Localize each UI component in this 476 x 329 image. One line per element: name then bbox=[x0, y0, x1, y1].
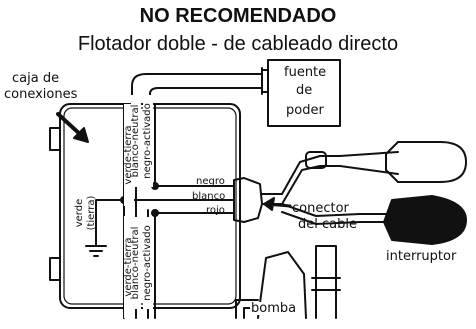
mount-tab-upper-left bbox=[49, 127, 61, 151]
switch-label: interruptor bbox=[386, 249, 457, 264]
pump-body bbox=[257, 251, 307, 319]
junction-box-arrow bbox=[56, 112, 84, 138]
splice-nut-negro bbox=[151, 182, 159, 190]
lower-wire-label-white: blanco-neutral bbox=[130, 217, 141, 309]
pump-label: bomba bbox=[250, 301, 298, 316]
junction-box-label-line1: caja de bbox=[12, 71, 60, 86]
connector-wire-label-blanco: blanco bbox=[192, 191, 226, 202]
connector-wire-label-rojo: rojo bbox=[206, 205, 225, 216]
ground-wire bbox=[95, 199, 125, 247]
power-source-label-line1: fuente bbox=[284, 65, 327, 80]
splice-nut-rojo bbox=[151, 209, 159, 217]
float-lower bbox=[383, 195, 467, 245]
mount-tab-lower-left bbox=[49, 257, 61, 281]
ground-symbol bbox=[85, 245, 107, 257]
diagram-subtitle: Flotador doble - de cableado directo bbox=[77, 33, 399, 55]
power-conduit bbox=[131, 73, 263, 105]
switch-cable-upper bbox=[281, 155, 341, 195]
diagram-title: NO RECOMENDADO bbox=[139, 5, 337, 27]
connector-wire-label-negro: negro bbox=[196, 176, 225, 187]
upper-wire-label-white: blanco-neutral bbox=[130, 95, 141, 187]
power-source-label-line3: poder bbox=[286, 103, 324, 118]
cable-connector-label-line1: conector bbox=[292, 201, 349, 216]
float-upper bbox=[385, 141, 467, 183]
ground-label-line2: (tierra) bbox=[86, 195, 97, 231]
switch-cable-lower bbox=[281, 203, 391, 217]
cable-connector-label-line2: del cable bbox=[298, 217, 357, 232]
lower-wire-label-black: negro-activado bbox=[142, 217, 153, 309]
upper-wire-label-black: negro-activado bbox=[142, 95, 153, 187]
cable-connector bbox=[233, 177, 263, 223]
power-source-label-line2: de bbox=[296, 83, 313, 98]
junction-box-label-line2: conexiones bbox=[4, 87, 78, 102]
ground-label-line1: verde bbox=[74, 198, 85, 228]
